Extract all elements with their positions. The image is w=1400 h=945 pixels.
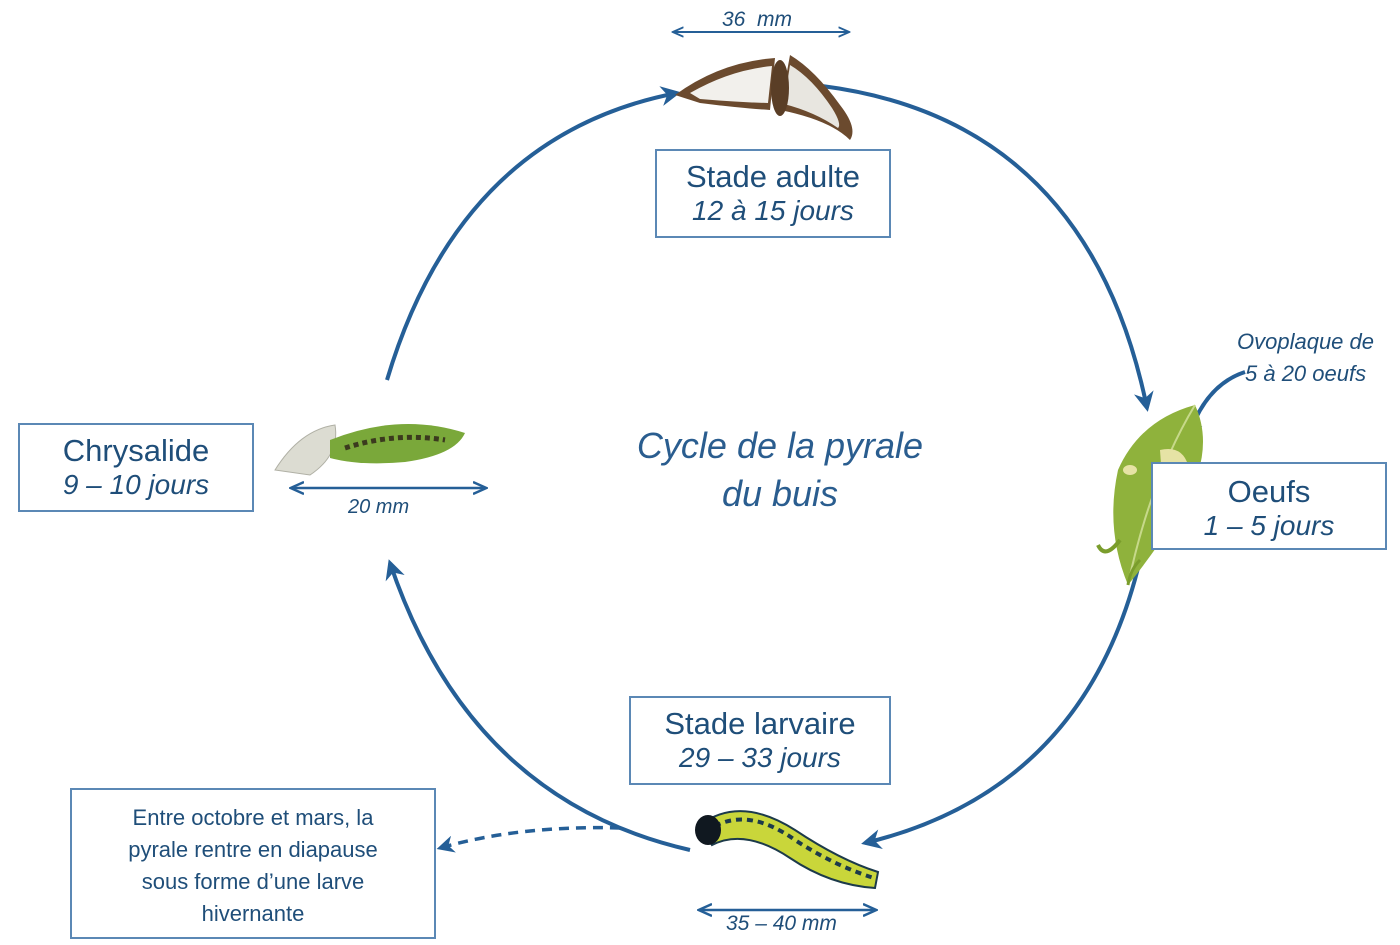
diapause-line-3: sous forme d’une larve bbox=[141, 869, 365, 894]
arrow-pupa-to-adult bbox=[385, 86, 681, 381]
arrow-larva-to-pupa bbox=[385, 559, 691, 852]
stage-adult-box: Stade adulte 12 à 15 jours bbox=[655, 149, 891, 238]
arrow-eggs-to-larva bbox=[861, 559, 1142, 849]
diagram-title-line-1: Cycle de la pyrale bbox=[636, 425, 924, 466]
stage-pupa-name: Chrysalide bbox=[62, 433, 210, 468]
stage-larva-name: Stade larvaire bbox=[664, 706, 856, 741]
stage-adult-name: Stade adulte bbox=[685, 159, 861, 194]
stage-eggs-duration: 1 – 5 jours bbox=[1203, 510, 1335, 541]
diagram-title-line-2: du buis bbox=[721, 473, 839, 514]
moth-icon bbox=[675, 55, 853, 140]
diapause-line-4: hivernante bbox=[201, 901, 305, 926]
stage-eggs-box: Oeufs 1 – 5 jours bbox=[1151, 462, 1387, 550]
caterpillar-icon bbox=[695, 810, 880, 890]
arrow-adult-to-eggs bbox=[821, 84, 1154, 412]
eggs-note-line-1: Ovoplaque de bbox=[1237, 329, 1374, 354]
stage-pupa-box: Chrysalide 9 – 10 jours bbox=[18, 423, 254, 512]
diagram-title: Cycle de la pyrale du buis bbox=[600, 422, 960, 518]
arrow-diapause bbox=[436, 825, 621, 853]
eggs-note-line-2: 5 à 20 oeufs bbox=[1245, 361, 1367, 386]
adult-size-label: 36 mm bbox=[722, 8, 793, 31]
pupa-size-label: 20 mm bbox=[348, 496, 410, 518]
stage-pupa-duration: 9 – 10 jours bbox=[62, 469, 210, 500]
stage-adult-duration: 12 à 15 jours bbox=[692, 195, 854, 226]
larva-size-label: 35 – 40 mm bbox=[726, 912, 837, 935]
chrysalis-icon bbox=[274, 424, 465, 476]
stage-eggs-name: Oeufs bbox=[1227, 474, 1311, 509]
diapause-line-1: Entre octobre et mars, la bbox=[132, 805, 374, 830]
stage-larva-box: Stade larvaire 29 – 33 jours bbox=[629, 696, 891, 785]
diapause-line-2: pyrale rentre en diapause bbox=[128, 837, 378, 862]
stage-larva-duration: 29 – 33 jours bbox=[679, 742, 841, 773]
diapause-note: Entre octobre et mars, la pyrale rentre … bbox=[70, 788, 436, 939]
